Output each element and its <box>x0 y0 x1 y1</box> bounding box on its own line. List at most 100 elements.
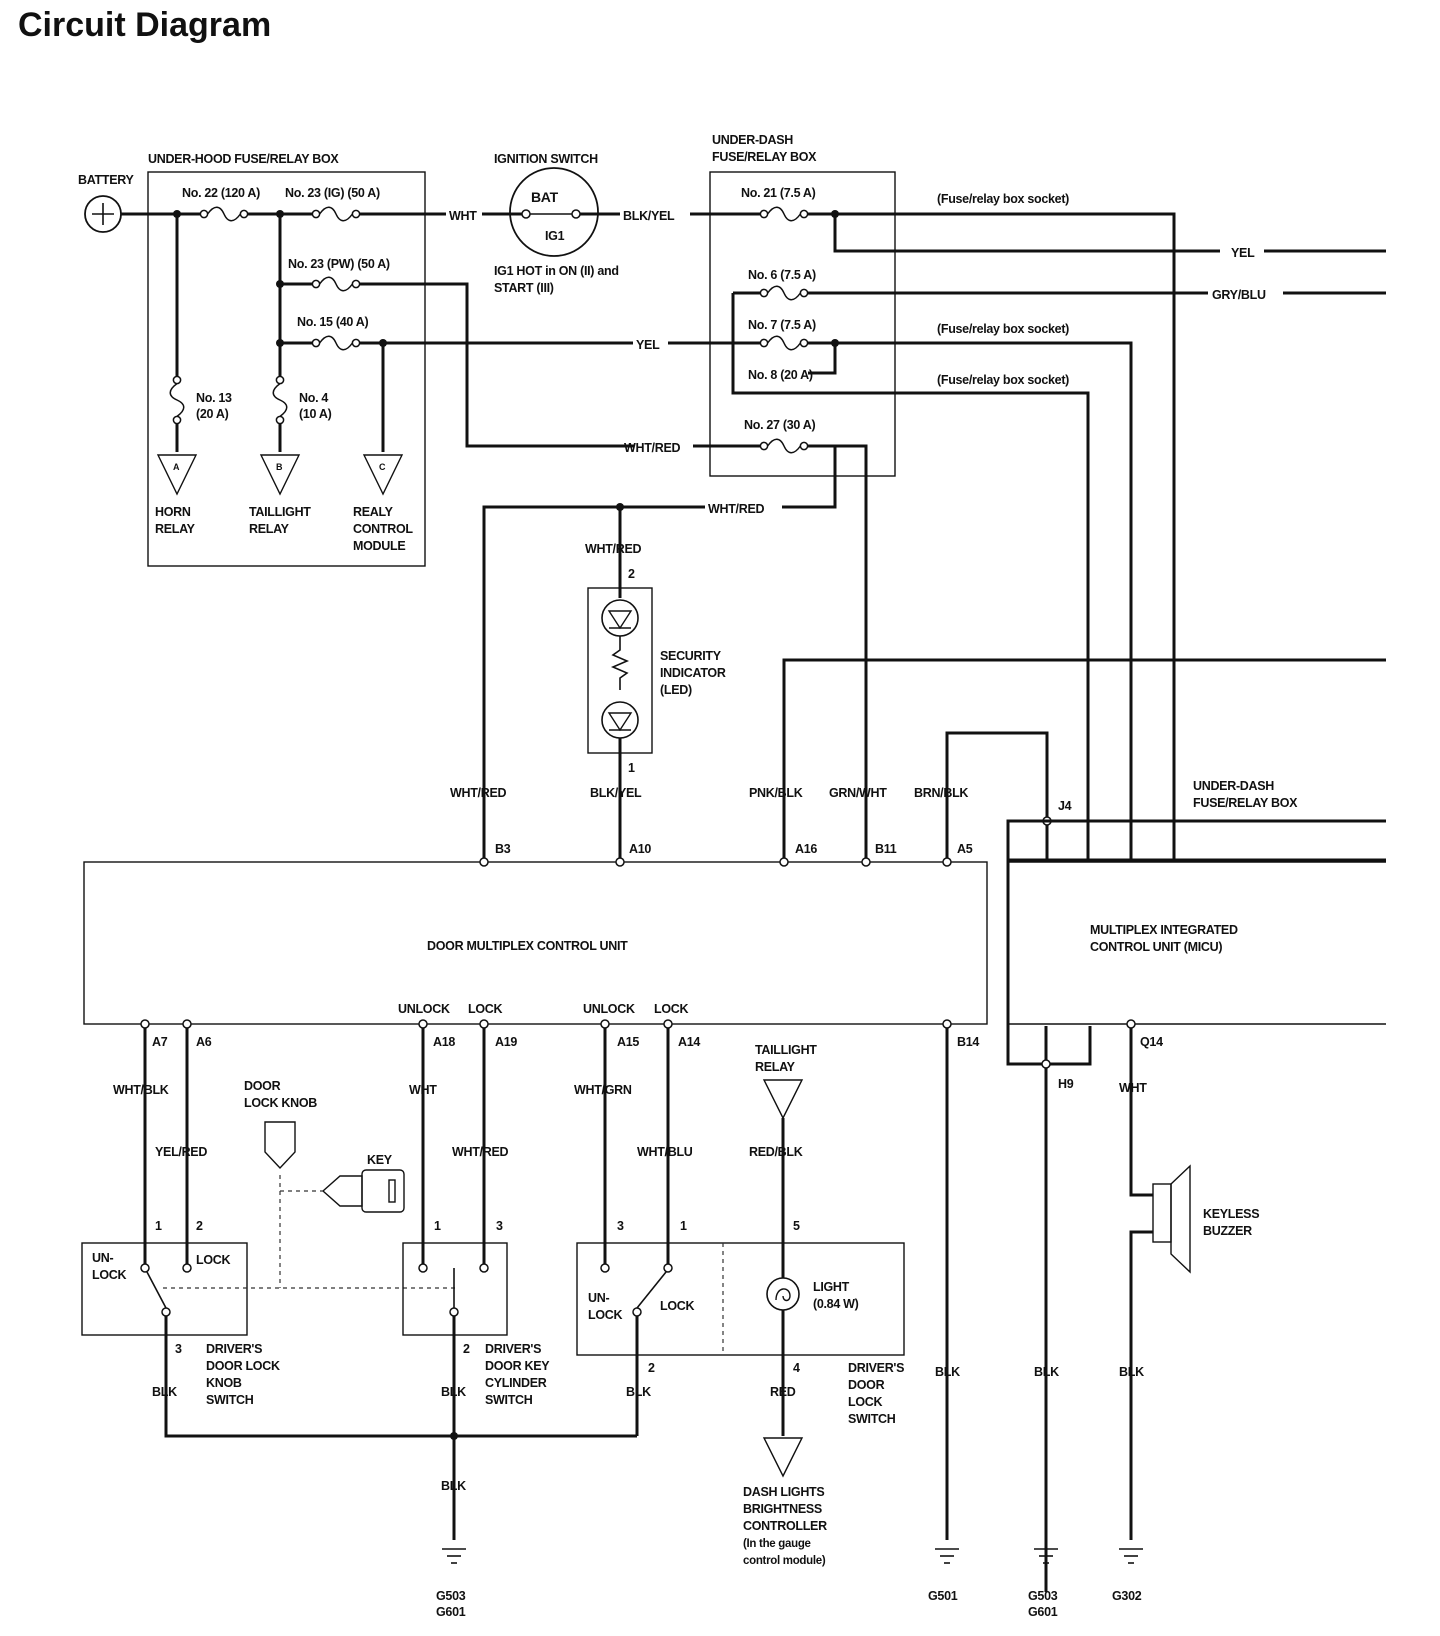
dls-lock-word: LOCK <box>588 1308 622 1322</box>
taillight-relay-2-label: TAILLIGHT <box>755 1043 817 1057</box>
ground-g501-icon <box>934 1548 960 1564</box>
micu-under-dash-label-2: FUSE/RELAY BOX <box>1193 796 1298 810</box>
tap-b: B <box>276 462 283 472</box>
wire-red-label: RED <box>770 1385 796 1399</box>
fuse-23-ig-icon <box>311 206 361 222</box>
fuse-21-icon <box>759 206 809 222</box>
wire-yel-red-label: YEL/RED <box>155 1145 207 1159</box>
dls-un-label: UN- <box>588 1291 609 1305</box>
ground-g302-label: G302 <box>1112 1589 1142 1603</box>
fuse-13-icon <box>169 375 185 425</box>
lock-knob-icon <box>264 1121 296 1170</box>
micu: MULTIPLEX INTEGRATED CONTROL UNIT (MICU)… <box>1007 861 1386 1592</box>
dash-lights-controller-icon <box>762 1437 804 1478</box>
wire-blk-b14-label: BLK <box>935 1365 960 1379</box>
ground-g601-left: G601 <box>436 1605 466 1619</box>
indicator-label-3: (LED) <box>660 683 692 697</box>
pin-a6: A6 <box>196 1035 212 1049</box>
fuse-23-pw-label: No. 23 (PW) (50 A) <box>288 257 390 271</box>
tap-a: A <box>173 462 180 472</box>
under-dash-fuse-box: UNDER-DASH FUSE/RELAY BOX No. 21 (7.5 A)… <box>624 133 1386 860</box>
wire-blk-yel-label: BLK/YEL <box>623 209 675 223</box>
ignition-switch: IGNITION SWITCH BAT IG1 BLK/YEL IG1 HOT … <box>482 152 760 295</box>
socket-label-2: (Fuse/relay box socket) <box>937 322 1069 336</box>
realy-control-label-3: MODULE <box>353 539 405 553</box>
buzzer-label: KEYLESS <box>1203 1207 1259 1221</box>
knob-pin-2: 2 <box>196 1219 203 1233</box>
knob-name: DRIVER'S <box>206 1342 262 1356</box>
micu-label-2: CONTROL UNIT (MICU) <box>1090 940 1222 954</box>
wire-blk-dls-label: BLK <box>626 1385 651 1399</box>
fuse-23-ig-label: No. 23 (IG) (50 A) <box>285 186 380 200</box>
wire-wht-red-top-label: WHT/RED <box>708 502 764 516</box>
cyl-name-3: CYLINDER <box>485 1376 547 1390</box>
dmcu-lock-label-2: LOCK <box>654 1002 688 1016</box>
knob-name-4: SWITCH <box>206 1393 254 1407</box>
knob-name-3: KNOB <box>206 1376 242 1390</box>
indicator-label: SECURITY <box>660 649 722 663</box>
ground-g501: BLK G501 <box>928 1028 960 1603</box>
tap-c: C <box>379 462 386 472</box>
pin-a15: A15 <box>617 1035 639 1049</box>
fuse-15-label: No. 15 (40 A) <box>297 315 368 329</box>
taillight-relay-2-label-2: RELAY <box>755 1060 796 1074</box>
horn-relay-label: HORN <box>155 505 191 519</box>
cyl-pin-3: 3 <box>496 1219 503 1233</box>
pin-j4: J4 <box>1058 799 1072 813</box>
pin-q14: Q14 <box>1140 1035 1163 1049</box>
dls-lock-label: LOCK <box>660 1299 694 1313</box>
fuse-7-label: No. 7 (7.5 A) <box>748 318 816 332</box>
wire-red-blk-label: RED/BLK <box>749 1145 803 1159</box>
door-lock-switch: WHT/GRN WHT/BLU 3 1 UN- LOCK LOCK 2 BLK … <box>574 1028 905 1567</box>
ground-g501-label: G501 <box>928 1589 958 1603</box>
dls-name: DRIVER'S <box>848 1361 904 1375</box>
dls-pin-4: 4 <box>793 1361 800 1375</box>
fuse-27-label: No. 27 (30 A) <box>744 418 815 432</box>
wire-blk-h9-label: BLK <box>1034 1365 1059 1379</box>
light-label: LIGHT <box>813 1280 850 1294</box>
fuse-8-label: No. 8 (20 A) <box>748 368 813 382</box>
fuse-22-icon <box>199 206 249 222</box>
pin-b14: B14 <box>957 1035 979 1049</box>
page-title: Circuit Diagram <box>18 6 272 44</box>
buzzer-icon <box>1152 1183 1172 1243</box>
ignition-note-2: START (III) <box>494 281 554 295</box>
ground-g601-right-label: G601 <box>1028 1605 1058 1619</box>
key-label: KEY <box>367 1153 393 1167</box>
dmcu-unlock-label: UNLOCK <box>398 1002 450 1016</box>
dls-pin-2: 2 <box>648 1361 655 1375</box>
wire-wht-label: WHT <box>449 209 477 223</box>
dash-label-2: BRIGHTNESS <box>743 1502 822 1516</box>
under-dash-label: UNDER-DASH <box>712 133 793 147</box>
wire-wht-red-a19-label: WHT/RED <box>452 1145 508 1159</box>
dls-name-4: SWITCH <box>848 1412 896 1426</box>
wire-wht-q14-label: WHT <box>1119 1081 1147 1095</box>
pin-b3: B3 <box>495 842 511 856</box>
wire-grn-wht-label: GRN/WHT <box>829 786 887 800</box>
pin-a7: A7 <box>152 1035 168 1049</box>
cyl-pin-2: 2 <box>463 1342 470 1356</box>
dmcu-lock-label: LOCK <box>468 1002 502 1016</box>
dmcu-unlock-label-2: UNLOCK <box>583 1002 635 1016</box>
knob-name-2: DOOR LOCK <box>206 1359 280 1373</box>
cyl-pin-1: 1 <box>434 1219 441 1233</box>
wire-yel-out-label: YEL <box>1231 246 1255 260</box>
wire-gry-blu-label: GRY/BLU <box>1212 288 1266 302</box>
ignition-bat-label: BAT <box>531 189 559 205</box>
taillight-relay-label-2: RELAY <box>249 522 290 536</box>
fuse-21-label: No. 21 (7.5 A) <box>741 186 816 200</box>
dmcu-label: DOOR MULTIPLEX CONTROL UNIT <box>427 939 628 953</box>
wire-wht-a18-label: WHT <box>409 1083 437 1097</box>
fuse-6-label: No. 6 (7.5 A) <box>748 268 816 282</box>
ground-g503-right: BLK G503 G601 <box>1028 1365 1059 1619</box>
dls-pin-1: 1 <box>680 1219 687 1233</box>
battery-label: BATTERY <box>78 173 134 187</box>
realy-control-module-icon <box>362 454 404 496</box>
dls-name-2: DOOR <box>848 1378 885 1392</box>
fuse-4-amp: (10 A) <box>299 407 332 421</box>
cyl-name: DRIVER'S <box>485 1342 541 1356</box>
taillight-relay-2-icon <box>762 1079 804 1120</box>
pin-a14: A14 <box>678 1035 700 1049</box>
knob-pin-1: 1 <box>155 1219 162 1233</box>
under-hood-fuse-box: UNDER-HOOD FUSE/RELAY BOX BATTERY No. 22… <box>78 152 733 567</box>
